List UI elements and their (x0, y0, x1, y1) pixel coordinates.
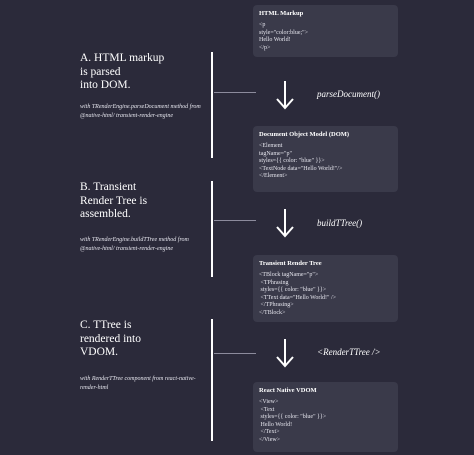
card-html-markup: HTML Markup <p style="color:blue;"> Hell… (253, 5, 398, 57)
down-arrow-icon (276, 209, 294, 238)
step-b-connector (214, 220, 256, 221)
card-code: <TBlock tagName="p"> <TPhrasing styles={… (259, 272, 337, 316)
step-a-connector (214, 92, 256, 93)
step-a-description: with TRenderEngine.parseDocument method … (80, 104, 201, 119)
card-react-native-vdom: React Native VDOM <View> <Text styles={{… (253, 382, 398, 452)
step-b-description: with TRenderEngine.buildTTree method fro… (80, 237, 189, 252)
step-b-title: B. Transient Render Tree is assembled. (80, 181, 148, 220)
arrow-label-parse-document: parseDocument() (317, 89, 380, 99)
card-title: HTML Markup (259, 10, 304, 17)
step-c-connector (214, 353, 256, 354)
step-c-description: with RenderTTree component from react-na… (80, 376, 196, 391)
card-dom: Document Object Model (DOM) <Element tag… (253, 126, 398, 192)
step-a-title: A. HTML markup is parsed into DOM. (80, 52, 165, 91)
card-code: <View> <Text styles={{ color: "blue" }}>… (259, 399, 327, 443)
card-title: Transient Render Tree (259, 260, 322, 267)
step-c-title: C. TTree is rendered into VDOM. (80, 319, 141, 358)
card-transient-render-tree: Transient Render Tree <TBlock tagName="p… (253, 255, 398, 322)
card-title: React Native VDOM (259, 387, 317, 394)
down-arrow-icon (276, 339, 294, 368)
card-code: <Element tagName="p" styles={{ color: "b… (259, 143, 343, 180)
arrow-label-render-ttree: <RenderTTree /> (317, 347, 381, 357)
card-title: Document Object Model (DOM) (259, 131, 350, 138)
step-a-divider (211, 52, 213, 158)
step-c-divider (211, 319, 213, 441)
step-b-divider (211, 181, 213, 277)
card-code: <p style="color:blue;"> Hello World! </p… (259, 22, 308, 51)
arrow-label-build-ttree: buildTTree() (317, 218, 363, 228)
down-arrow-icon (276, 81, 294, 110)
